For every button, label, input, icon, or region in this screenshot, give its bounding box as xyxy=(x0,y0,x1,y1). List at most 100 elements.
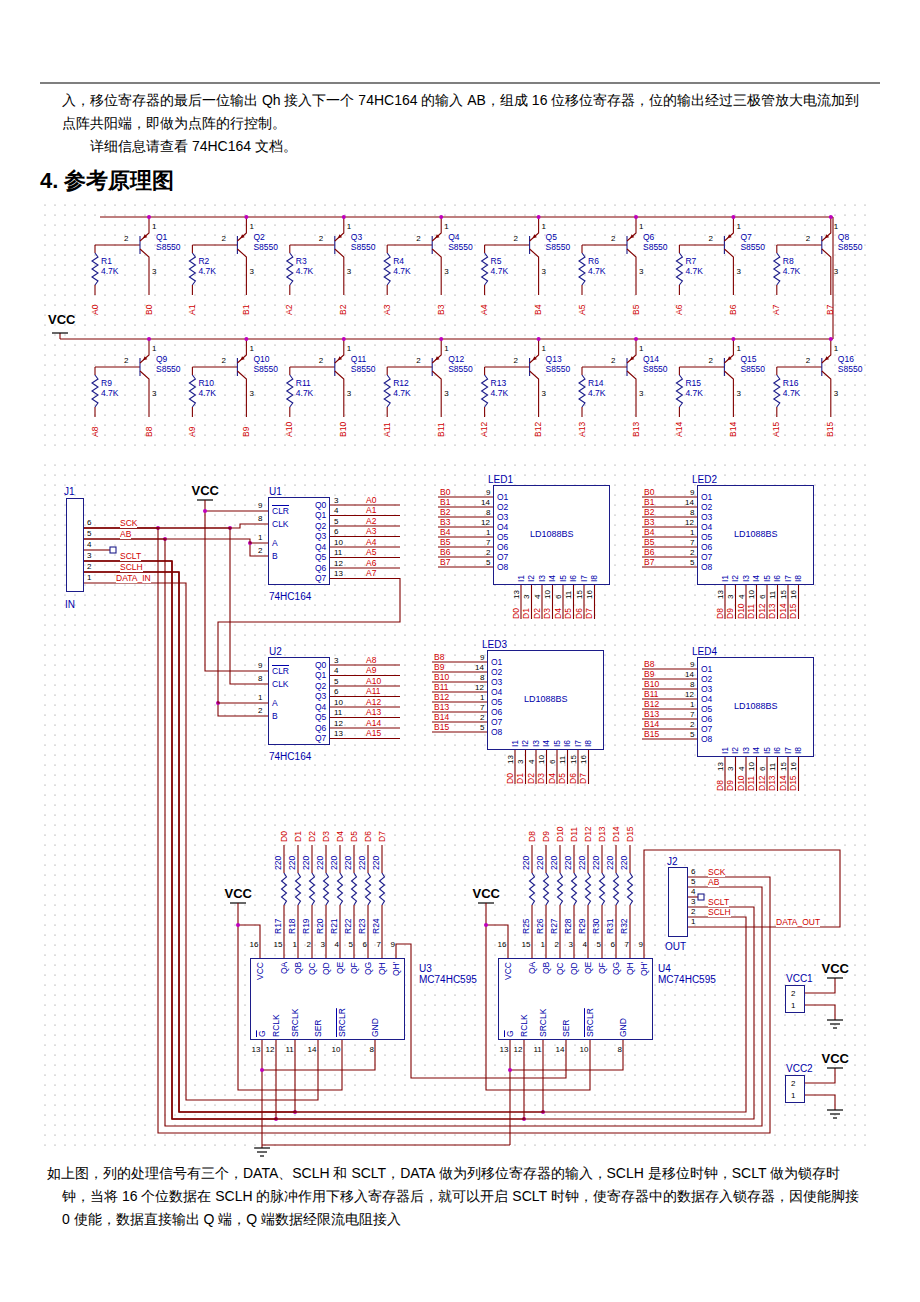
part-label: I3 xyxy=(538,575,547,582)
pin-number: 5 xyxy=(480,723,484,732)
collector-wire xyxy=(530,249,539,295)
transistor-symbol xyxy=(821,236,822,254)
part-name: U2 xyxy=(269,646,282,657)
base-wire xyxy=(192,244,237,245)
pin-stub xyxy=(330,685,400,686)
part-label: QH xyxy=(626,962,635,975)
net-label: B6 xyxy=(440,548,450,557)
transistor-symbol xyxy=(237,358,238,376)
part-label: Q2 xyxy=(315,682,326,691)
pin-stub xyxy=(330,515,400,516)
resistor-symbol xyxy=(586,873,591,905)
collector-wire xyxy=(140,249,149,295)
pin-number: 2 xyxy=(611,234,615,243)
net-label: D7 xyxy=(579,773,588,784)
net-label: A3 xyxy=(366,527,376,536)
resistor-lead xyxy=(615,845,616,873)
part-label: O5 xyxy=(701,533,712,542)
junction-dot xyxy=(731,215,735,219)
pin-number: 1 xyxy=(486,528,490,537)
part-label: Q7 xyxy=(740,233,751,242)
net-label: A13 xyxy=(366,708,381,717)
wire xyxy=(84,561,276,1119)
part-label: QA xyxy=(280,962,289,974)
net-label: B14 xyxy=(434,713,449,722)
pin-stub xyxy=(330,696,400,697)
transistor-symbol xyxy=(821,358,822,376)
net-label: D13 xyxy=(768,775,777,791)
part-label: 220 xyxy=(302,856,311,870)
part-label: R16 xyxy=(783,379,799,388)
part-label: Q0 xyxy=(315,501,326,510)
wire xyxy=(84,572,543,1112)
part-label: O8 xyxy=(701,735,712,744)
pin-stub xyxy=(330,727,400,728)
resistor-lead xyxy=(381,845,382,873)
pin-number: 1 xyxy=(258,533,262,542)
power-bus xyxy=(100,216,833,217)
emitter-wire xyxy=(627,339,636,363)
pin-number: 1 xyxy=(444,344,448,353)
pin-number: 3 xyxy=(736,267,740,276)
pin-stub xyxy=(552,585,553,619)
part-label: Q13 xyxy=(546,355,562,364)
emitter-wire xyxy=(822,217,831,241)
net-label: B14 xyxy=(644,720,659,729)
part-name: LED4 xyxy=(692,646,717,657)
junction-dot xyxy=(147,215,151,219)
ground-symbol xyxy=(833,1027,837,1028)
junction-dot xyxy=(439,215,443,219)
resistor-symbol xyxy=(558,873,563,905)
part-label: I2 xyxy=(527,575,536,582)
pin-number: 13 xyxy=(506,755,515,764)
emitter-wire xyxy=(237,217,246,241)
pin-stub xyxy=(735,757,736,791)
net-label: B5 xyxy=(644,538,654,547)
net-label: A11 xyxy=(366,687,381,696)
part-name: LD1088BS xyxy=(524,694,568,704)
net-label: B0 xyxy=(145,305,154,315)
collector-wire xyxy=(140,371,149,417)
pin-stub xyxy=(798,585,799,619)
part-label: O4 xyxy=(701,695,712,704)
pin-number: 12 xyxy=(475,683,484,692)
emitter-wire xyxy=(724,339,733,363)
part-label: O2 xyxy=(701,503,712,512)
wire xyxy=(644,850,840,958)
pin-number: 4 xyxy=(691,887,695,896)
part-label: Q4 xyxy=(315,543,326,552)
pin-number: 11 xyxy=(334,548,342,557)
transistor-symbol xyxy=(724,358,725,376)
part-label: O4 xyxy=(497,523,508,532)
part-label: O3 xyxy=(701,513,712,522)
net-label: B8 xyxy=(434,653,444,662)
net-label: B2 xyxy=(440,508,450,517)
power-label: VCC xyxy=(48,313,75,327)
part-label: I5 xyxy=(559,575,568,582)
pin-number: 3 xyxy=(444,267,448,276)
resistor-lead xyxy=(587,845,588,873)
junction-dot xyxy=(634,337,638,341)
pin-number: 11 xyxy=(286,1045,294,1054)
resistor-lead xyxy=(581,245,582,253)
power-bus xyxy=(832,217,833,339)
part-label: Q14 xyxy=(643,355,659,364)
junction-dot xyxy=(342,337,346,341)
part-label: O6 xyxy=(701,715,712,724)
net-label: D10 xyxy=(556,826,565,842)
pin-number: 1 xyxy=(152,344,156,353)
pin-number: 3 xyxy=(152,267,156,276)
net-label: D5 xyxy=(350,831,359,842)
net-label: D3 xyxy=(322,831,331,842)
junction-dot xyxy=(731,337,735,341)
net-label: B5 xyxy=(440,538,450,547)
part-label: O1 xyxy=(497,493,508,502)
pin-number: 5 xyxy=(597,940,601,949)
net-label: D8 xyxy=(716,608,725,619)
pin-number: 11 xyxy=(558,756,567,764)
part-label: QG xyxy=(612,962,621,975)
part-label: 220 xyxy=(564,856,573,870)
ground-symbol xyxy=(827,1109,843,1110)
resistor-symbol xyxy=(482,375,488,407)
resistor-symbol xyxy=(774,253,780,285)
